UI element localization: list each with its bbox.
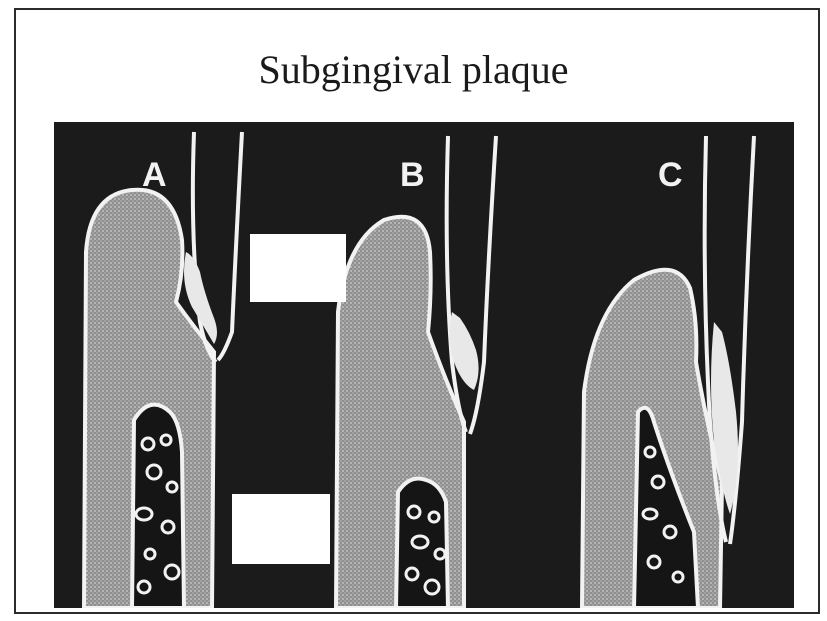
figure-title: Subgingival plaque [0, 46, 827, 93]
blank-label-box-top [250, 234, 346, 302]
panel-label-a: A [142, 156, 167, 194]
periodontal-diagram: A B C [54, 122, 794, 608]
blank-label-box-bottom [232, 494, 330, 564]
panel-label-b: B [400, 156, 425, 194]
panel-label-c: C [658, 156, 683, 194]
